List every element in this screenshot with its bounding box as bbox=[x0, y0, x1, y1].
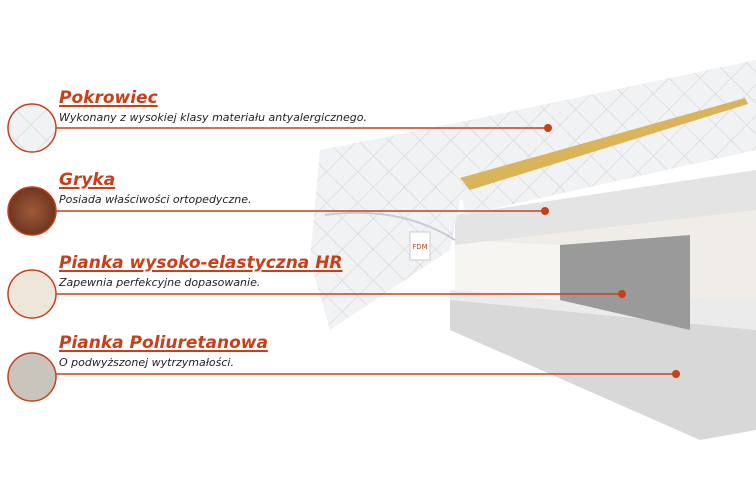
layer-description: O podwyższonej wytrzymałości. bbox=[59, 356, 234, 369]
layer-title: Gryka bbox=[59, 170, 116, 190]
fdm-label-logo: FDM bbox=[412, 243, 427, 251]
layer-title: Pianka wysoko-elastyczna HR bbox=[59, 253, 343, 273]
layer-description: Wykonany z wysokiej klasy materiału anty… bbox=[59, 111, 367, 124]
cover-swatch bbox=[7, 103, 57, 153]
polyurethane-swatch bbox=[7, 352, 57, 402]
layer-description: Posiada właściwości ortopedyczne. bbox=[59, 193, 252, 206]
leader-lines bbox=[56, 124, 680, 378]
layer-title: Pianka Poliuretanowa bbox=[59, 333, 268, 353]
layer-description: Zapewnia perfekcyjne dopasowanie. bbox=[59, 276, 261, 289]
buckwheat-layer bbox=[455, 170, 756, 245]
hr-foam-swatch bbox=[7, 269, 57, 319]
buckwheat-swatch bbox=[7, 186, 57, 236]
layer-title: Pokrowiec bbox=[59, 88, 158, 108]
